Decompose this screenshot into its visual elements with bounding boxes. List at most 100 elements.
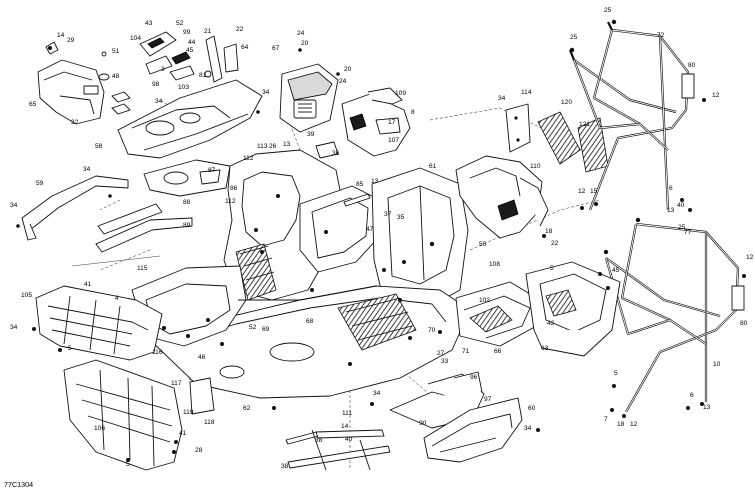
callout-12: 12	[746, 254, 754, 261]
callout-59: 59	[36, 180, 44, 187]
callout-77: 77	[684, 229, 692, 236]
callout-8: 8	[411, 109, 415, 116]
callout-62: 62	[243, 405, 251, 412]
callout-24: 24	[339, 78, 347, 85]
callout-113: 113	[257, 143, 268, 150]
part-42-storage-bin	[525, 261, 621, 357]
callout-17: 17	[388, 119, 396, 126]
callout-33: 33	[441, 358, 449, 365]
callout-107: 107	[388, 137, 399, 144]
callout-28: 28	[195, 447, 203, 454]
callout-85: 85	[356, 181, 364, 188]
callout-40: 40	[345, 436, 353, 443]
callout-5: 5	[68, 345, 72, 352]
callout-22: 22	[236, 26, 244, 33]
callout-41: 41	[179, 430, 187, 437]
callout-12: 12	[578, 188, 586, 195]
callout-12: 12	[630, 421, 638, 428]
callout-34: 34	[262, 89, 270, 96]
part-60-fender	[423, 397, 523, 463]
reference-code: 77C1304	[4, 480, 33, 489]
part-102-fender-liner	[455, 281, 541, 347]
callout-96: 96	[470, 374, 478, 381]
callout-34: 34	[10, 324, 18, 331]
callout-38: 38	[281, 463, 289, 470]
fasteners	[32, 46, 704, 462]
callout-52: 52	[176, 20, 184, 27]
callout-114: 114	[521, 89, 532, 96]
callout-35: 35	[397, 214, 405, 221]
callout-6: 6	[669, 185, 673, 192]
part-110-harness-bracket	[455, 155, 549, 239]
callout-25: 25	[570, 34, 578, 41]
callout-34: 34	[10, 202, 18, 209]
callout-39: 39	[307, 131, 315, 138]
part-85-bar	[343, 193, 371, 207]
part-114-plate	[505, 103, 531, 153]
part-118-119-plates	[189, 377, 215, 415]
callout-34: 34	[83, 166, 91, 173]
part-77-rops-lower	[603, 217, 746, 413]
callout-89: 89	[183, 222, 191, 229]
callout-110: 110	[530, 163, 541, 170]
callout-18: 18	[617, 421, 625, 428]
callout-27: 27	[437, 350, 445, 357]
callout-3: 3	[161, 66, 165, 73]
callout-29: 29	[67, 37, 75, 44]
callout-46: 46	[198, 354, 206, 361]
callout-61: 61	[429, 163, 437, 170]
callout-34: 34	[524, 425, 532, 432]
callout-108: 108	[489, 261, 500, 268]
callout-67: 67	[272, 45, 280, 52]
callout-45: 45	[186, 47, 194, 54]
callout-34: 34	[373, 390, 381, 397]
part-67-dashboard	[279, 63, 339, 133]
callout-6: 6	[690, 392, 694, 399]
callout-52: 52	[249, 324, 257, 331]
callout-80: 80	[688, 62, 696, 69]
callout-103: 103	[178, 84, 189, 91]
callout-80: 80	[740, 320, 748, 327]
callout-34: 34	[498, 95, 506, 102]
callout-120: 120	[561, 99, 572, 106]
main-body-frame	[131, 149, 471, 399]
callout-88: 88	[183, 199, 191, 206]
callout-15: 15	[590, 188, 598, 195]
callout-5: 5	[614, 370, 618, 377]
callout-4: 4	[115, 295, 119, 302]
callout-41: 41	[84, 281, 92, 288]
callout-102: 102	[479, 297, 490, 304]
callout-20: 20	[344, 66, 352, 73]
upper-left-trim-parts	[37, 31, 239, 125]
callout-90: 90	[419, 420, 427, 427]
callout-116: 116	[152, 349, 163, 356]
callout-24: 24	[297, 30, 305, 37]
part-109-wiring-bracket	[341, 87, 411, 157]
callout-38: 38	[315, 437, 323, 444]
callout-48: 48	[112, 73, 120, 80]
callout-10: 10	[713, 361, 721, 368]
callout-45: 45	[612, 267, 620, 274]
callout-63: 63	[541, 345, 549, 352]
callout-104: 104	[130, 35, 141, 42]
callout-71: 71	[462, 348, 470, 355]
callout-13: 13	[371, 178, 379, 185]
callout-115: 115	[137, 265, 148, 272]
callout-68: 68	[306, 318, 314, 325]
callout-87: 87	[208, 167, 216, 174]
callout-60: 60	[528, 405, 536, 412]
callout-99: 99	[183, 29, 191, 36]
callout-5: 5	[550, 265, 554, 272]
callout-26: 26	[269, 143, 277, 150]
callout-25: 25	[678, 224, 686, 231]
callout-13: 13	[283, 141, 291, 148]
callout-65: 65	[29, 101, 37, 108]
callout-47: 47	[366, 226, 374, 233]
callout-21: 21	[204, 28, 212, 35]
part-59-door-bar	[16, 175, 129, 241]
callout-119: 119	[183, 409, 194, 416]
callout-22: 22	[71, 119, 79, 126]
callout-14: 14	[57, 32, 65, 39]
part-88-89-rails	[71, 203, 193, 267]
